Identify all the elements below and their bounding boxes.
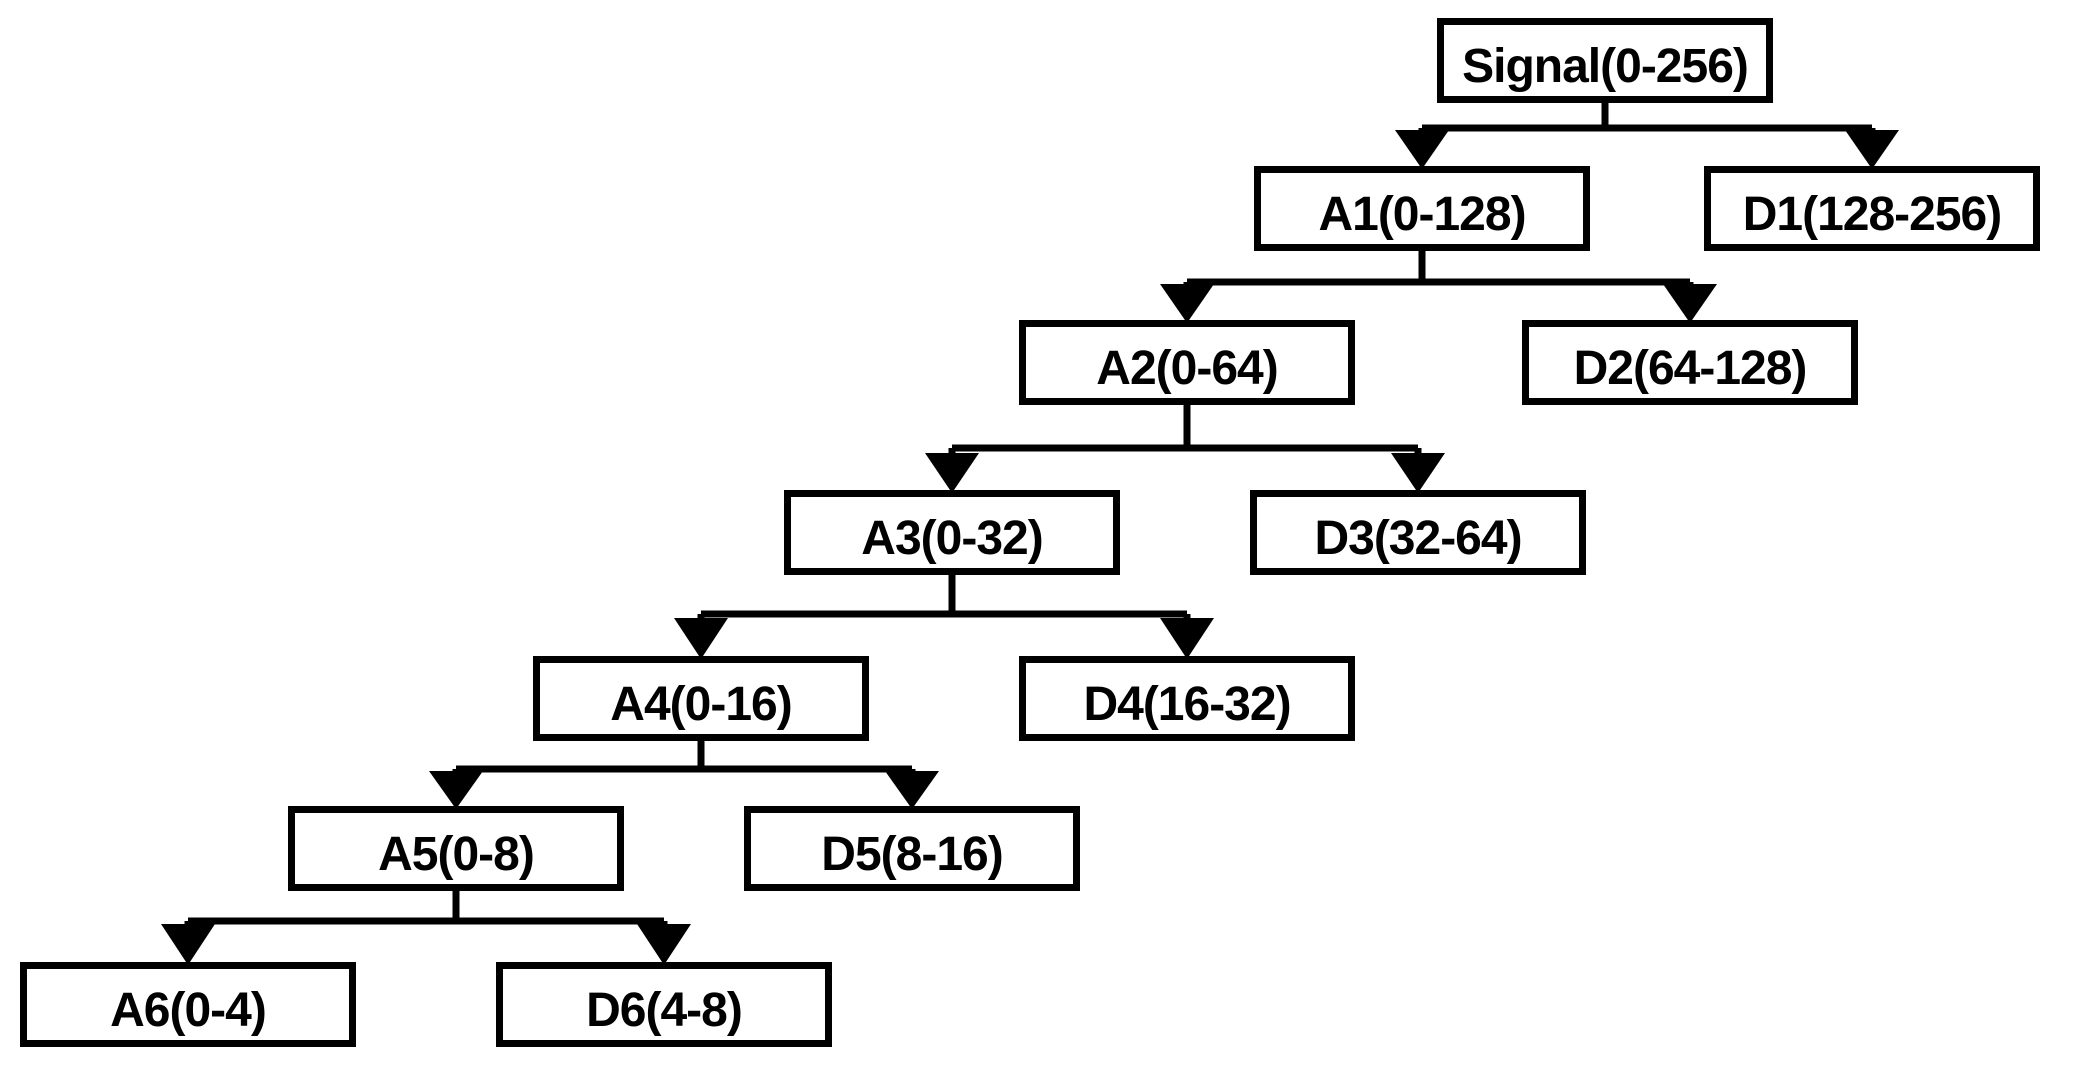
node-a2: A2(0-64) (1019, 320, 1355, 405)
node-d2: D2(64-128) (1522, 320, 1858, 405)
node-a5: A5(0-8) (288, 806, 624, 891)
arrowhead-a3-icon (925, 453, 979, 493)
arrowhead-a4-icon (674, 618, 728, 659)
arrowhead-d2-icon (1663, 284, 1717, 323)
connector-a3-children (674, 572, 1214, 659)
connector-a5-children (161, 888, 691, 965)
arrowhead-d5-icon (885, 771, 939, 809)
node-a4: A4(0-16) (533, 656, 869, 741)
arrowhead-a1-icon (1395, 130, 1449, 169)
node-a1: A1(0-128) (1254, 166, 1590, 251)
arrowhead-a2-icon (1160, 284, 1214, 323)
node-signal: Signal(0-256) (1437, 18, 1773, 103)
arrowhead-a6-icon (161, 924, 215, 965)
node-d3: D3(32-64) (1250, 490, 1586, 575)
node-d4: D4(16-32) (1019, 656, 1355, 741)
arrowhead-d6-icon (637, 924, 691, 965)
connector-a1-children (1160, 248, 1717, 323)
arrowhead-a5-icon (429, 771, 483, 809)
connector-a2-children (925, 402, 1445, 493)
arrowhead-d1-icon (1845, 130, 1899, 169)
node-d5: D5(8-16) (744, 806, 1080, 891)
node-a6: A6(0-4) (20, 962, 356, 1047)
arrowhead-d3-icon (1391, 453, 1445, 493)
node-d1: D1(128-256) (1704, 166, 2040, 251)
node-d6: D6(4-8) (496, 962, 832, 1047)
connector-signal-children (1395, 100, 1899, 169)
node-a3: A3(0-32) (784, 490, 1120, 575)
connector-a4-children (429, 738, 939, 809)
arrowhead-d4-icon (1160, 618, 1214, 659)
